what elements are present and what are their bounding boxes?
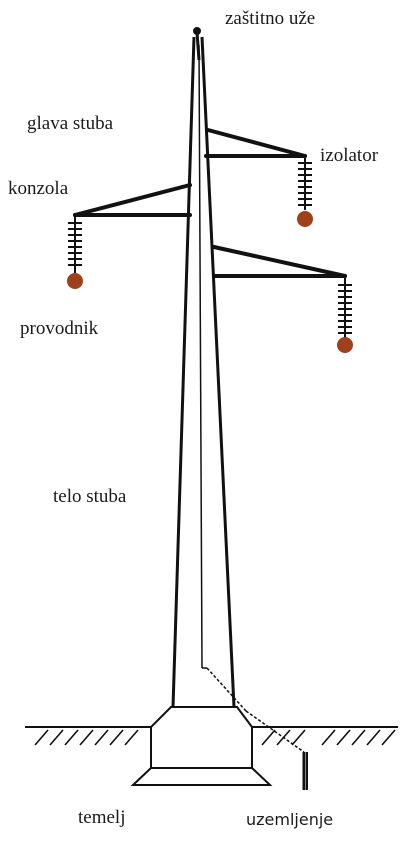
conductor-left xyxy=(67,273,83,289)
conductor-upper-right xyxy=(297,211,313,227)
label-insulator: izolator xyxy=(320,145,379,166)
label-tower-body: telo stuba xyxy=(53,486,127,507)
conductor-lower-right xyxy=(337,337,353,353)
grounding-path xyxy=(198,44,308,790)
conductors xyxy=(67,211,353,353)
shield-wire-point xyxy=(193,27,201,35)
crossarms xyxy=(73,128,347,278)
label-crossarm: konzola xyxy=(8,178,69,199)
label-foundation: temelj xyxy=(78,807,126,828)
label-shield-wire: zaštitno uže xyxy=(225,8,316,29)
label-conductor: provodnik xyxy=(20,318,99,339)
label-tower-head: glava stuba xyxy=(27,113,114,134)
foundation-block xyxy=(130,706,273,786)
insulator-strings xyxy=(68,156,352,340)
label-grounding: uzemljenje xyxy=(246,810,334,829)
